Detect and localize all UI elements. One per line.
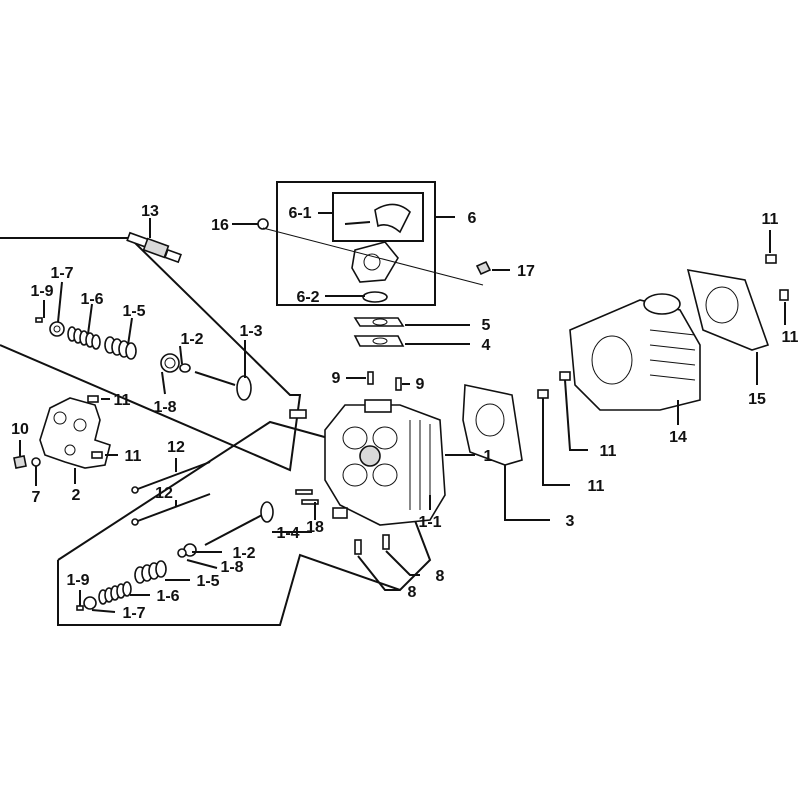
label-11-dowel-a: 11 (588, 478, 605, 495)
push-rods (131, 461, 211, 526)
label-11-bracket-top: 11 (114, 392, 131, 409)
label-1-9-lower: 1-9 (66, 572, 89, 589)
label-1-1: 1-1 (418, 514, 441, 531)
upper-valve-box (0, 237, 302, 472)
label-6: 6 (468, 210, 477, 227)
label-8-lower: 8 (408, 584, 417, 601)
label-17: 17 (517, 263, 535, 280)
label-6-1: 6-1 (288, 205, 311, 222)
label-1-5-lower: 1-5 (196, 573, 219, 590)
label-1: 1 (484, 448, 493, 465)
label-1-6-lower: 1-6 (156, 588, 179, 605)
intake-gaskets (353, 317, 405, 347)
upper-valve-parts (35, 317, 252, 401)
label-11-right: 11 (782, 329, 799, 346)
head-gasket (462, 384, 523, 466)
dowel-pins (354, 371, 402, 555)
label-1-8-upper: 1-8 (153, 399, 176, 416)
label-14: 14 (669, 429, 687, 446)
label-11-dowel-b: 11 (600, 443, 617, 460)
label-1-4: 1-4 (276, 525, 299, 542)
label-9-right: 9 (416, 376, 425, 393)
intake-box (276, 181, 436, 306)
label-1-2-upper: 1-2 (180, 331, 203, 348)
rocker-bracket (13, 395, 111, 469)
label-16: 16 (211, 217, 229, 234)
label-1-3: 1-3 (239, 323, 262, 340)
label-9-left: 9 (332, 370, 341, 387)
label-5: 5 (482, 317, 491, 334)
label-15: 15 (748, 391, 766, 408)
label-1-5-upper: 1-5 (122, 303, 145, 320)
label-11-top-right: 11 (762, 211, 779, 228)
label-7: 7 (32, 489, 41, 506)
lower-valve-parts (76, 489, 319, 611)
cylinder-head (289, 399, 446, 526)
label-1-8-lower: 1-8 (220, 559, 243, 576)
label-1-7-lower: 1-7 (122, 605, 145, 622)
label-2: 2 (72, 487, 81, 504)
cylinder (569, 293, 701, 411)
label-12-lower: 12 (155, 485, 173, 502)
label-18: 18 (306, 519, 324, 536)
label-3: 3 (566, 513, 575, 530)
intake-parts (257, 203, 492, 303)
label-1-6-upper: 1-6 (80, 291, 103, 308)
label-11-bracket-bottom: 11 (125, 448, 142, 465)
label-4: 4 (482, 337, 491, 354)
leader-lines (19, 212, 786, 613)
label-1-2-lower: 1-2 (232, 545, 255, 562)
base-gasket (686, 268, 770, 351)
label-13: 13 (141, 203, 159, 220)
spark-plug (126, 218, 182, 264)
label-10: 10 (11, 421, 29, 438)
label-8-upper: 8 (436, 568, 445, 585)
label-1-9-upper: 1-9 (30, 283, 53, 300)
label-12-upper: 12 (167, 439, 185, 456)
label-1-7-upper: 1-7 (50, 265, 73, 282)
part-labels: 13 1-7 1-9 1-6 1-5 1-2 1-3 1-8 16 6-1 6 … (11, 203, 798, 622)
label-6-2: 6-2 (296, 289, 319, 306)
